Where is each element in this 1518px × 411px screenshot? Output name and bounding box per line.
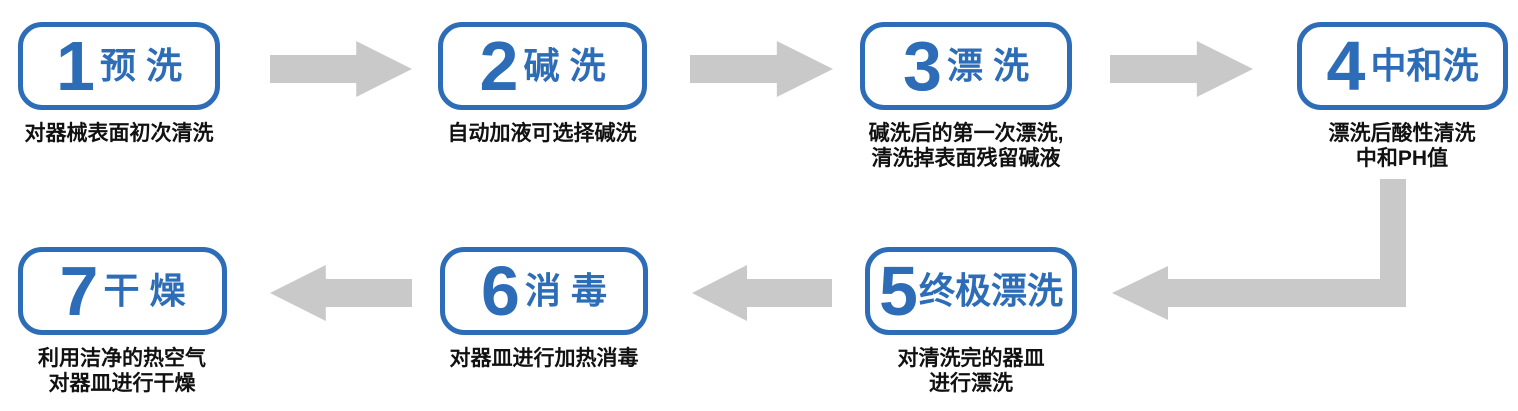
arrow-elbow-left-icon <box>1112 179 1406 320</box>
step-box-1: 1 预 洗 <box>18 22 220 110</box>
arrow-right-icon <box>690 41 833 97</box>
step-number: 1 <box>56 27 95 105</box>
step-caption-7: 利用洁净的热空气 对器皿进行干燥 <box>0 346 282 396</box>
step-caption-4: 漂洗后酸性清洗 中和PH值 <box>1242 121 1518 171</box>
step-number: 4 <box>1326 27 1366 105</box>
step-box-6: 6 消 毒 <box>440 247 648 335</box>
step-caption-3: 碱洗后的第一次漂洗, 清洗掉表面残留碱液 <box>806 121 1126 171</box>
step-number: 3 <box>903 27 942 105</box>
caption-line: 对器皿进行干燥 <box>48 372 196 395</box>
step-label: 漂 洗 <box>946 45 1029 86</box>
step-box-3: 3 漂 洗 <box>860 22 1072 110</box>
step-number: 2 <box>479 27 519 105</box>
step-label: 终极漂洗 <box>918 270 1063 311</box>
step-number: 6 <box>481 252 520 330</box>
caption-line: 中和PH值 <box>1355 147 1449 170</box>
step-caption-1: 对器械表面初次清洗 <box>0 121 279 146</box>
step-box-2: 2 碱 洗 <box>438 22 647 110</box>
caption-line: 进行漂洗 <box>929 372 1013 395</box>
caption-line: 利用洁净的热空气 <box>38 347 206 370</box>
step-box-4: 4 中和洗 <box>1297 22 1508 110</box>
step-label: 中和洗 <box>1370 45 1479 86</box>
step-label: 碱 洗 <box>523 45 606 86</box>
caption-line: 对清洗完的器皿 <box>897 347 1045 370</box>
caption-line: 对器械表面初次清洗 <box>24 122 214 145</box>
step-caption-2: 自动加液可选择碱洗 <box>382 121 702 146</box>
caption-line: 对器皿进行加热消毒 <box>449 347 639 370</box>
caption-line: 清洗掉表面残留碱液 <box>871 147 1061 170</box>
step-label: 预 洗 <box>99 45 182 86</box>
arrow-right-icon <box>270 41 412 97</box>
step-number: 7 <box>59 252 99 330</box>
arrow-right-icon <box>1110 41 1253 97</box>
step-number: 5 <box>879 252 918 330</box>
caption-line: 漂洗后酸性清洗 <box>1328 122 1476 145</box>
step-caption-5: 对清洗完的器皿 进行漂洗 <box>811 346 1131 396</box>
step-box-5: 5 终极漂洗 <box>865 247 1077 335</box>
step-label: 干 燥 <box>103 270 186 311</box>
caption-line: 碱洗后的第一次漂洗, <box>868 122 1064 145</box>
step-caption-6: 对器皿进行加热消毒 <box>384 346 704 371</box>
step-box-7: 7 干 燥 <box>18 247 227 335</box>
step-label: 消 毒 <box>524 270 607 311</box>
arrow-left-icon <box>270 265 412 321</box>
arrow-left-icon <box>692 265 832 321</box>
caption-line: 自动加液可选择碱洗 <box>447 122 637 145</box>
